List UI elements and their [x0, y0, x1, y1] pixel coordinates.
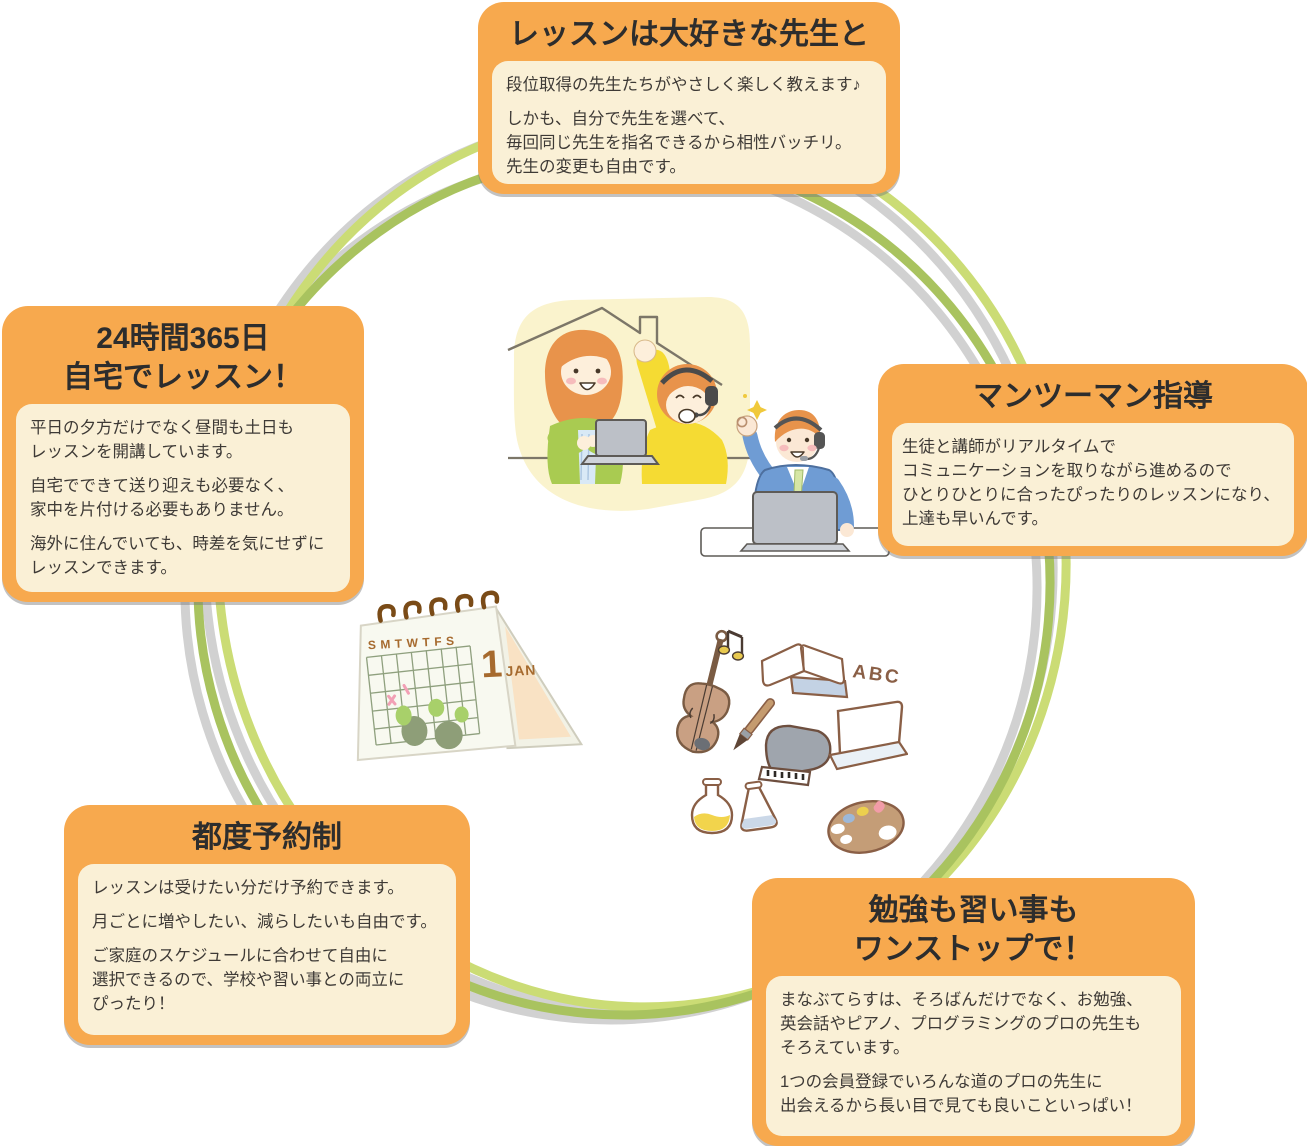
mother-mouth	[579, 382, 596, 391]
mother-bangs	[560, 338, 612, 368]
card-per-lesson-booking-title: 都度予約制	[192, 821, 342, 854]
calendar-plant-decoration	[395, 698, 469, 750]
calendar-back-inner	[505, 626, 571, 740]
card-anytime-at-home: 24時間365日 自宅でレッスン！ 平日の夕方だけでなく昼間も土日も レッスンを…	[2, 306, 364, 602]
calendar-illustration: SMTWTFS 1 JAN	[356, 590, 584, 762]
violin-icon	[675, 629, 731, 754]
calendar-spiral-rings	[377, 590, 500, 623]
mother-cheek-left	[566, 377, 576, 385]
abc-letters: ABC	[851, 661, 902, 689]
music-notes-icon	[717, 629, 745, 661]
card-text: レッスンは受けたい分だけ予約できます。	[92, 879, 404, 897]
calendar-front-face	[356, 605, 517, 762]
card-one-stop-body: まなぶてらすは、そろばんだけでなく、お勉強、 英会話やピアノ、プログラミングのプ…	[766, 976, 1181, 1136]
child-headphone-band	[660, 367, 714, 385]
child-headphone-cup	[705, 386, 718, 406]
teacher-ok-hand	[736, 415, 758, 437]
teacher-hair	[774, 410, 821, 442]
mother-arm-left	[547, 431, 585, 456]
child-bangs	[666, 368, 710, 398]
card-text: ご家庭のスケジュールに合わせて自由に 選択できるので、学校や習い事との両立に ぴ…	[92, 947, 405, 1013]
card-text: 海外に住んでいても、時差を気にせずに レッスンできます。	[30, 535, 325, 577]
calendar-month-label: JAN	[505, 662, 537, 680]
card-text: しかも、自分で先生を選べて、 毎回同じ先生を指名できるから相性バッチリ。 先生の…	[506, 110, 852, 176]
card-per-lesson-booking-body: レッスンは受けたい分だけ予約できます。 月ごとに増やしたい、減らしたいも自由です…	[78, 864, 456, 1035]
paintbrush-icon	[733, 698, 776, 751]
books-icon	[760, 643, 849, 699]
teacher-headset-band	[773, 416, 823, 432]
card-favorite-teacher-title: レッスンは大好きな先生と	[509, 18, 869, 51]
card-one-stop: 勉強も習い事も ワンストップで！ まなぶてらすは、そろばんだけでなく、お勉強、 …	[752, 878, 1195, 1146]
subjects-laptop-icon	[828, 700, 908, 771]
calendar-week-header: SMTWTFS	[368, 634, 459, 653]
card-anytime-at-home-title: 24時間365日 自宅でレッスン！	[63, 322, 303, 394]
card-anytime-at-home-body: 平日の夕方だけでなく昼間も土日も レッスンを開講しています。 自宅でできて送り迎…	[16, 404, 350, 592]
teacher-mouth	[790, 451, 805, 458]
teacher-laptop-icon	[739, 491, 851, 552]
calendar-body: SMTWTFS 1 JAN	[356, 590, 584, 762]
child-figure	[633, 339, 728, 484]
card-text: 平日の夕方だけでなく昼間も土日も レッスンを開講しています。	[30, 419, 294, 461]
card-text: 生徒と講師がリアルタイムで コミュニケーションを取りながら進めるので ひとりひと…	[902, 438, 1280, 528]
card-favorite-teacher-body: 段位取得の先生たちがやさしく楽しく教えます♪ しかも、自分で先生を選べて、 毎回…	[492, 61, 886, 184]
teacher-arm-keyboard	[826, 477, 854, 533]
card-favorite-teacher: レッスンは大好きな先生と 段位取得の先生たちがやさしく楽しく教えます♪ しかも、…	[478, 2, 900, 194]
round-flask-icon	[690, 778, 734, 835]
card-one-on-one: マンツーマン指導 生徒と講師がリアルタイムで コミュニケーションを取りながら進め…	[878, 364, 1307, 556]
child-fist	[633, 339, 657, 363]
card-text: 1つの会員登録でいろんな道のプロの先生に 出会えるから長い目で見ても良いこといっ…	[780, 1073, 1142, 1115]
card-one-on-one-body: 生徒と講師がリアルタイムで コミュニケーションを取りながら進めるので ひとりひと…	[892, 423, 1294, 546]
card-text: 段位取得の先生たちがやさしく楽しく教えます♪	[506, 76, 861, 94]
calendar-day-number: 1	[480, 643, 503, 686]
card-one-on-one-title: マンツーマン指導	[973, 380, 1213, 413]
child-mouth	[678, 408, 696, 424]
card-text: まなぶてらすは、そろばんだけでなく、お勉強、 英会話やピアノ、プログラミングのプ…	[780, 991, 1143, 1057]
house-roofline-icon	[507, 306, 723, 387]
card-per-lesson-booking: 都度予約制 レッスンは受けたい分だけ予約できます。 月ごとに増やしたい、減らした…	[64, 805, 470, 1045]
palette-icon	[827, 800, 905, 854]
mother-cheek-right	[597, 377, 607, 385]
sparkle-icon	[743, 394, 767, 420]
teacher-illustration	[700, 394, 890, 557]
family-at-home-illustration	[507, 297, 752, 511]
erlenmeyer-flask-icon	[740, 780, 778, 832]
card-text: 自宅でできて送り迎えも必要なく、 家中を片付ける必要もありません。	[30, 477, 294, 519]
family-laptop-icon	[580, 419, 660, 465]
child-hoodie	[641, 421, 728, 484]
card-text: 月ごとに増やしたい、減らしたいも自由です。	[92, 913, 437, 931]
card-one-stop-title: 勉強も習い事も ワンストップで！	[853, 894, 1094, 966]
piano-icon	[757, 724, 832, 787]
subjects-illustration: ABC	[675, 629, 908, 854]
teacher-headset-cup	[814, 432, 825, 449]
pink-sparkle-icon	[387, 683, 410, 706]
